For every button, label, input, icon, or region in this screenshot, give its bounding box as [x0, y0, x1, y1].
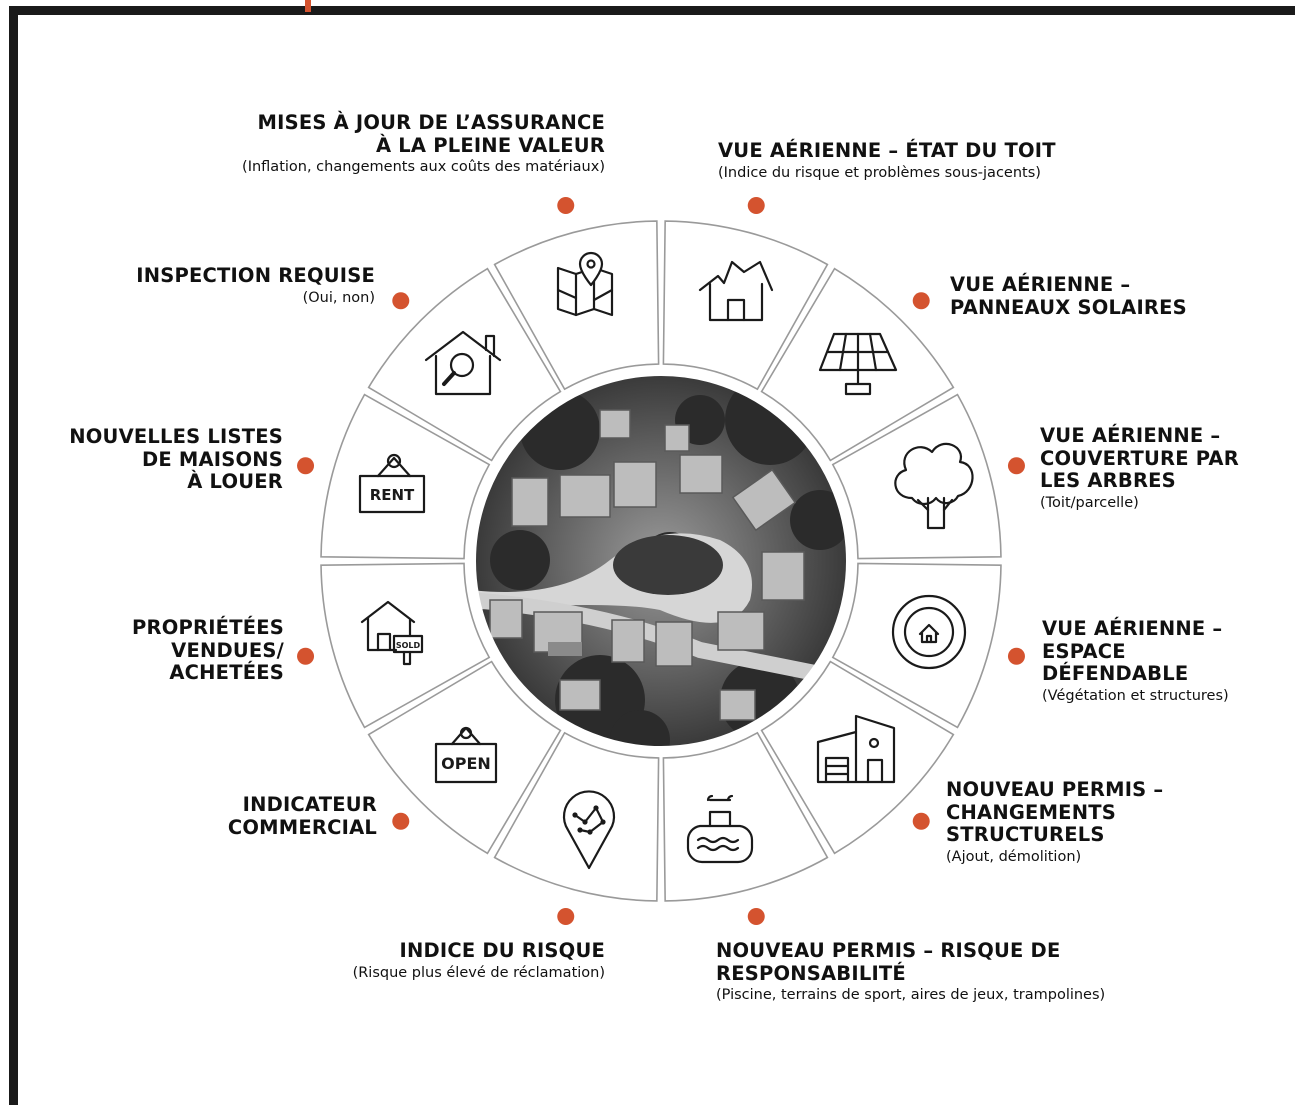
- dot-louer: [297, 457, 315, 475]
- open-sign-text: OPEN: [441, 754, 491, 773]
- label-title: VUE AÉRIENNE – ÉTAT DU TOIT: [718, 139, 1056, 162]
- label-title: INDICATEUR COMMERCIAL: [227, 793, 377, 839]
- label-defendable: VUE AÉRIENNE – ESPACE DÉFENDABLE (Végéta…: [1042, 617, 1229, 705]
- label-inspection: INSPECTION REQUISE (Oui, non): [136, 264, 375, 306]
- house-circle-icon: [891, 594, 967, 670]
- building-garage-icon: [816, 714, 896, 784]
- label-responsabilite: NOUVEAU PERMIS – RISQUE DE RESPONSABILIT…: [716, 939, 1106, 1004]
- map-pin-icon: [556, 251, 614, 317]
- dot-toit: [747, 197, 765, 215]
- label-title: NOUVELLES LISTES DE MAISONS À LOUER: [69, 425, 283, 494]
- label-title: NOUVEAU PERMIS – RISQUE DE RESPONSABILIT…: [716, 939, 1061, 985]
- label-risque: INDICE DU RISQUE (Risque plus élevé de r…: [352, 939, 605, 981]
- dot-risque: [557, 907, 575, 925]
- label-structurels: NOUVEAU PERMIS – CHANGEMENTS STRUCTURELS…: [946, 778, 1164, 866]
- label-title: VUE AÉRIENNE – ESPACE DÉFENDABLE: [1042, 617, 1223, 686]
- label-subtitle: (Ajout, démolition): [946, 848, 1082, 865]
- label-title: VUE AÉRIENNE – PANNEAUX SOLAIRES: [950, 273, 1187, 319]
- pool-ladder-icon: [686, 794, 754, 864]
- tree-icon: [894, 442, 974, 530]
- label-subtitle: (Risque plus élevé de réclamation): [352, 964, 605, 981]
- house-sold-icon: [360, 600, 424, 666]
- dot-arbres: [1007, 457, 1025, 475]
- rent-sign-icon: [358, 453, 426, 514]
- broken-roof-icon: [698, 260, 774, 322]
- open-sign-icon: [434, 726, 498, 784]
- dot-inspection: [392, 292, 410, 310]
- page-frame: [9, 6, 1295, 1105]
- label-title: VUE AÉRIENNE – COUVERTURE PAR LES ARBRES: [1040, 424, 1239, 493]
- label-title: MISES À JOUR DE L’ASSURANCE À LA PLEINE …: [257, 111, 605, 157]
- label-title: INDICE DU RISQUE: [399, 939, 605, 962]
- dot-commercial: [392, 812, 410, 830]
- label-solaire: VUE AÉRIENNE – PANNEAUX SOLAIRES: [950, 273, 1187, 319]
- label-title: PROPRIÉTÉES VENDUES/ ACHETÉES: [132, 616, 284, 685]
- label-title: INSPECTION REQUISE: [136, 264, 375, 287]
- label-arbres: VUE AÉRIENNE – COUVERTURE PAR LES ARBRES…: [1040, 424, 1239, 512]
- label-subtitle: (Inflation, changements aux coûts des ma…: [242, 159, 605, 176]
- house-search-icon: [424, 330, 502, 396]
- risk-pin-icon: [562, 790, 616, 870]
- segment-commercial: [367, 660, 562, 855]
- accent-tick: [305, 0, 311, 12]
- segment-toit: [662, 220, 829, 391]
- sold-sign-text: SOLD: [396, 641, 421, 650]
- label-toit: VUE AÉRIENNE – ÉTAT DU TOIT (Indice du r…: [718, 139, 1056, 181]
- label-subtitle: (Végétation et structures): [1042, 687, 1229, 704]
- segment-responsabilite: [662, 731, 829, 902]
- segment-arbres: [831, 393, 1002, 560]
- label-subtitle: (Toit/parcelle): [1040, 494, 1139, 511]
- dot-assurance: [557, 197, 575, 215]
- solar-panel-icon: [818, 332, 898, 396]
- segment-structurels: [760, 660, 955, 855]
- label-subtitle: (Piscine, terrains de sport, aires de je…: [716, 987, 1106, 1004]
- label-commercial: INDICATEUR COMMERCIAL: [227, 793, 377, 839]
- dot-vendues: [297, 647, 315, 665]
- label-assurance: MISES À JOUR DE L’ASSURANCE À LA PLEINE …: [242, 111, 605, 176]
- label-vendues: PROPRIÉTÉES VENDUES/ ACHETÉES: [132, 616, 284, 685]
- dot-responsabilite: [747, 907, 765, 925]
- segment-vendues: [320, 562, 491, 729]
- segment-defendable: [831, 562, 1002, 729]
- label-louer: NOUVELLES LISTES DE MAISONS À LOUER: [69, 425, 283, 494]
- label-subtitle: (Indice du risque et problèmes sous-jace…: [718, 164, 1041, 181]
- label-dots: [297, 197, 1025, 925]
- label-subtitle: (Oui, non): [302, 289, 375, 306]
- label-title: NOUVEAU PERMIS – CHANGEMENTS STRUCTURELS: [946, 778, 1164, 847]
- segment-inspection: [367, 267, 562, 462]
- dot-defendable: [1007, 647, 1025, 665]
- dot-solaire: [912, 292, 930, 310]
- rent-sign-text: RENT: [370, 486, 415, 504]
- dot-structurels: [912, 812, 930, 830]
